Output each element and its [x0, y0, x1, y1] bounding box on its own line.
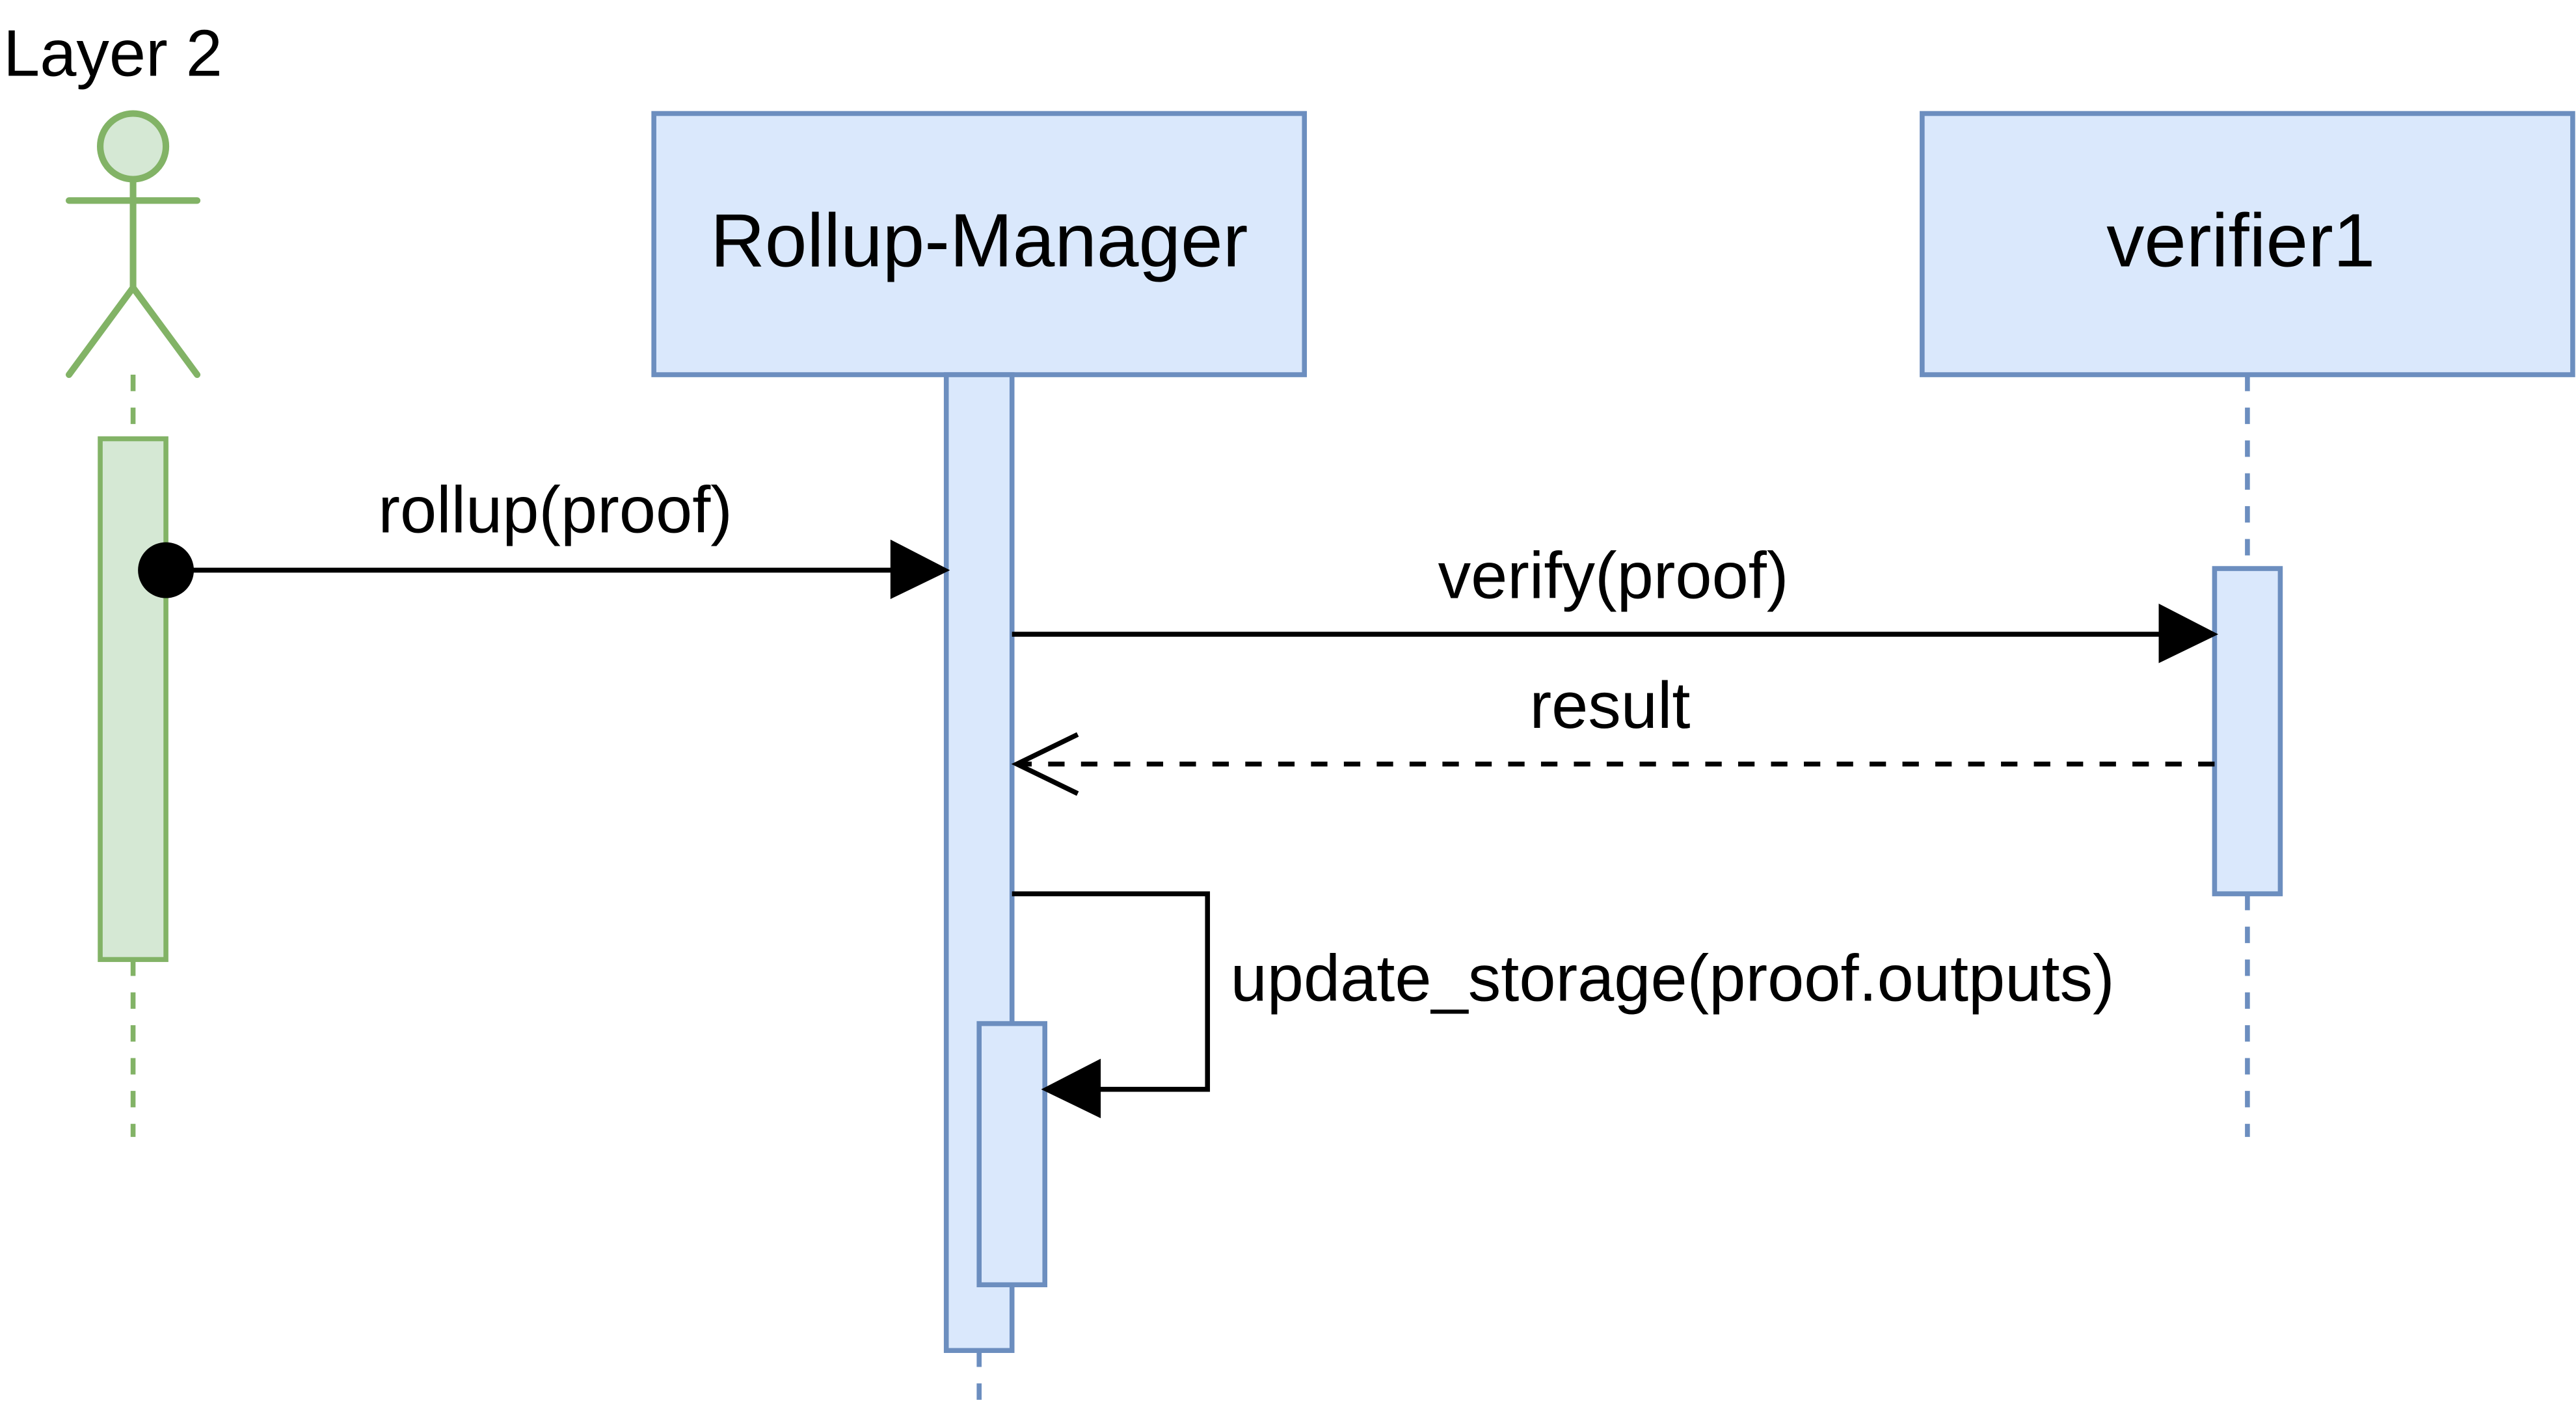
start-dot-icon — [138, 542, 195, 598]
message-label: update_storage(proof.outputs) — [1231, 942, 2115, 1015]
participant-label: verifier1 — [2106, 198, 2375, 282]
participant-label: Rollup-Manager — [710, 198, 1248, 282]
message-line — [1012, 891, 1211, 1092]
arrowhead-icon — [890, 539, 950, 600]
participant-box — [651, 111, 1308, 377]
arrowhead-icon — [1041, 1058, 1101, 1119]
message-label: result — [1529, 669, 1690, 742]
message-label: rollup(proof) — [378, 474, 732, 547]
message-label: verify(proof) — [1438, 540, 1789, 613]
verifier1-activation-bar — [2212, 566, 2283, 896]
message-rollup: rollup(proof) — [138, 474, 950, 600]
message-verify: verify(proof) — [1012, 540, 2219, 663]
participant-verifier1: verifier1 — [1920, 111, 2575, 377]
rollup-manager-nested-activation-bar — [976, 1021, 1048, 1287]
actor-label: Layer 2 — [3, 17, 222, 90]
arrowhead-icon — [2158, 604, 2219, 663]
message-result: result — [1011, 669, 2215, 796]
participant-box — [1920, 111, 2575, 377]
participant-rollup-manager: Rollup-Manager — [651, 111, 1308, 377]
open-arrowhead-icon — [1011, 732, 1079, 796]
actor-activation-bar — [98, 436, 168, 962]
stick-figure-icon — [66, 110, 201, 379]
message-update-storage: update_storage(proof.outputs) — [1012, 891, 2115, 1119]
